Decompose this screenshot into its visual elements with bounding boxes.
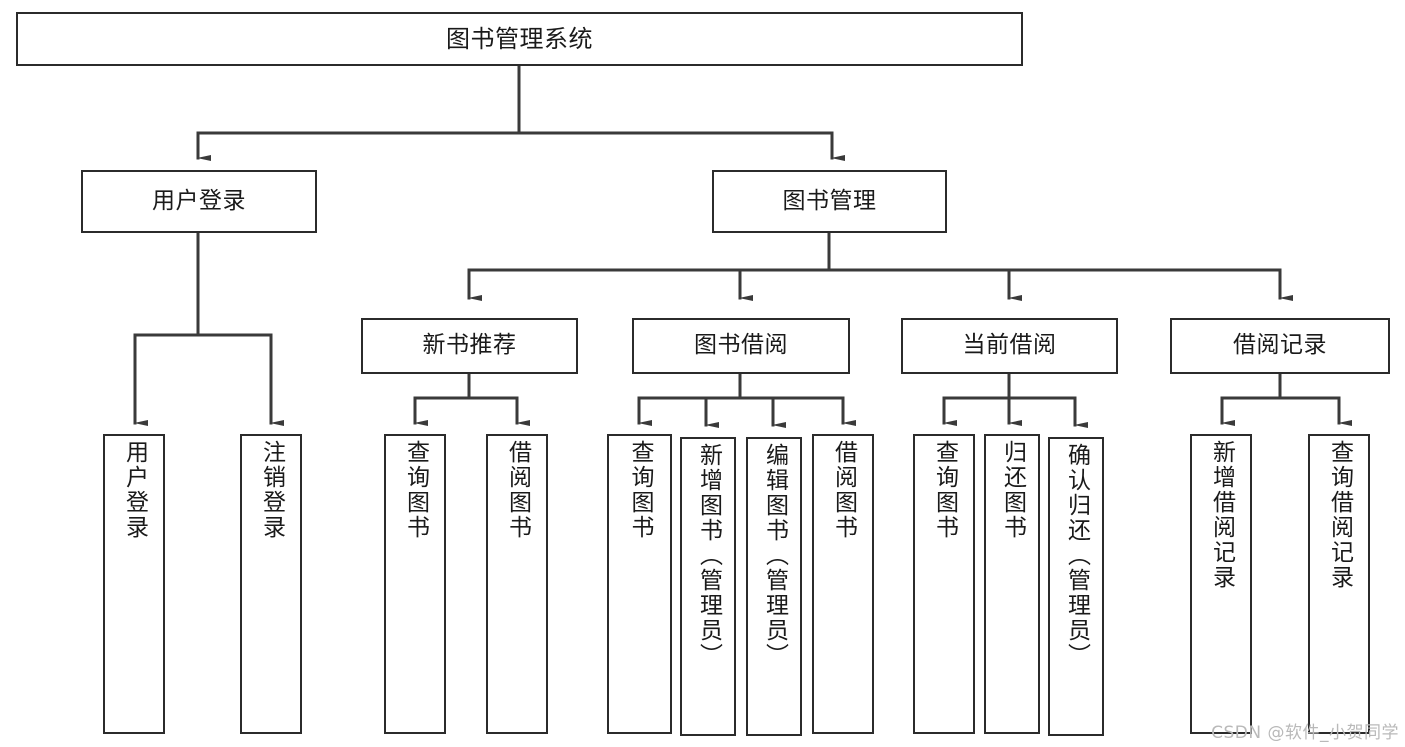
leaf-current-confirm-return[interactable]: 确认归还（管理员） [1048,437,1104,736]
leaf-borrow-query-label: 查询图书 [627,440,653,540]
leaf-borrow-edit-book-label: 编辑图书（管理员） [761,443,788,668]
node-new-book-recommend[interactable]: 新书推荐 [361,318,578,374]
node-borrow-records[interactable]: 借阅记录 [1170,318,1390,374]
leaf-borrow-edit-book[interactable]: 编辑图书（管理员） [746,437,802,736]
leaf-newbook-query-label: 查询图书 [402,440,429,540]
node-root-label: 图书管理系统 [446,24,593,53]
leaf-user-login-label: 用户登录 [121,440,148,540]
node-new-book-recommend-label: 新书推荐 [422,332,517,359]
leaf-records-add[interactable]: 新增借阅记录 [1190,434,1252,734]
leaf-current-query-label: 查询图书 [931,440,958,540]
leaf-newbook-borrow-label: 借阅图书 [504,440,531,540]
node-current-borrow-label: 当前借阅 [962,332,1057,359]
leaf-newbook-query[interactable]: 查询图书 [384,434,446,734]
leaf-borrow-add-book[interactable]: 新增图书（管理员） [680,437,736,736]
csdn-watermark: CSDN @软件_小贺同学 [1211,723,1399,743]
node-user-login-label: 用户登录 [152,187,246,214]
node-user-login[interactable]: 用户登录 [81,170,317,233]
node-book-borrow-label: 图书借阅 [694,332,788,359]
node-root[interactable]: 图书管理系统 [16,12,1023,66]
leaf-newbook-borrow[interactable]: 借阅图书 [486,434,548,734]
leaf-borrow-query[interactable]: 查询图书 [607,434,672,734]
node-current-borrow[interactable]: 当前借阅 [901,318,1118,374]
leaf-user-login[interactable]: 用户登录 [103,434,165,734]
leaf-current-query[interactable]: 查询图书 [913,434,975,734]
node-book-borrow[interactable]: 图书借阅 [632,318,850,374]
leaf-borrow-borrow-book-label: 借阅图书 [830,440,857,540]
leaf-user-logout[interactable]: 注销登录 [240,434,302,734]
leaf-records-add-label: 新增借阅记录 [1208,440,1235,590]
node-book-management-label: 图书管理 [782,187,877,214]
leaf-borrow-add-book-label: 新增图书（管理员） [695,443,722,668]
leaf-records-query[interactable]: 查询借阅记录 [1308,434,1370,734]
leaf-current-return-label: 归还图书 [999,440,1026,540]
leaf-user-logout-label: 注销登录 [258,440,285,540]
leaf-current-return[interactable]: 归还图书 [984,434,1040,734]
leaf-borrow-borrow-book[interactable]: 借阅图书 [812,434,874,734]
node-borrow-records-label: 借阅记录 [1233,332,1327,359]
leaf-current-confirm-return-label: 确认归还（管理员） [1063,443,1090,668]
leaf-records-query-label: 查询借阅记录 [1326,440,1353,590]
node-book-management[interactable]: 图书管理 [712,170,947,233]
